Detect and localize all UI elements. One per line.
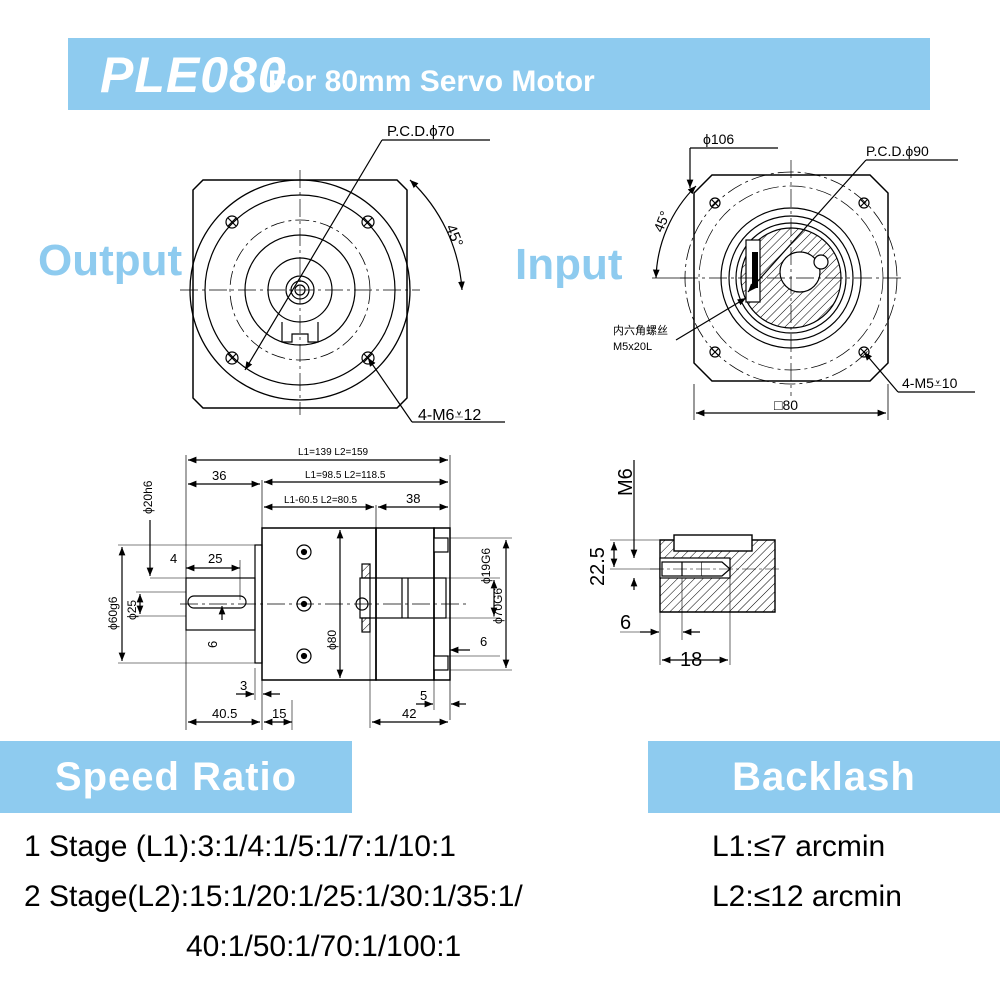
detail-22-5-text: 22.5 (587, 547, 609, 586)
dim-6b-text: 6 (480, 634, 487, 649)
shaft-dia-text: ϕ20h6 (141, 480, 155, 514)
body-dia-text: ϕ80 (325, 630, 339, 650)
dim-38-text: 38 (406, 491, 420, 506)
side-bolt-holes (296, 544, 369, 664)
output-view (180, 139, 505, 423)
total-length-text: L1=139 L2=159 (298, 447, 369, 458)
input-angle-text: 45° (650, 209, 673, 235)
input-holes-text: 4-M5⩡10 (902, 375, 958, 391)
dim-42-text: 42 (402, 706, 416, 721)
backlash-heading: Backlash (732, 755, 916, 799)
input-square-text: □80 (774, 397, 798, 413)
dim-15-text: 15 (272, 706, 286, 721)
output-label: Output (38, 236, 183, 285)
stage1-ratio: 1 Stage (L1):3:1/4:1/5:1/7:1/10:1 (24, 830, 456, 863)
technical-drawing: P.C.D.ϕ70 45° 4-M6⩡12 ϕ106 P.C.D.ϕ90 45°… (106, 123, 975, 730)
output-angle-text: 45° (442, 222, 466, 249)
body-length-text: L1=98.5 L2=118.5 (305, 470, 386, 481)
key-width-text: ϕ25 (125, 600, 139, 620)
dim-4-text: 4 (170, 551, 177, 566)
output-holes-text: 4-M6⩡12 (418, 407, 481, 424)
model-subtitle: For 80mm Servo Motor (268, 65, 595, 98)
backlash-banner: Backlash (648, 741, 1000, 813)
speed-ratio-banner: Speed Ratio (0, 741, 352, 813)
backlash-l1: L1:≤7 arcmin (712, 830, 886, 863)
side-view (118, 455, 512, 730)
detail-view (610, 460, 780, 665)
dimension-texts: P.C.D.ϕ70 45° 4-M6⩡12 ϕ106 P.C.D.ϕ90 45°… (106, 123, 958, 721)
input-pcd-text: P.C.D.ϕ90 (866, 143, 929, 159)
title-banner: PLE080 For 80mm Servo Motor (68, 38, 930, 110)
pilot-dia-text: ϕ60g6 (106, 596, 120, 630)
detail-6-text: 6 (620, 612, 631, 634)
detail-18-text: 18 (680, 649, 702, 671)
input-screw-text: M5x20L (613, 341, 652, 353)
input-label: Input (515, 240, 623, 289)
output-pcd-text: P.C.D.ϕ70 (387, 123, 454, 140)
dim-3-text: 3 (240, 678, 247, 693)
gear-length-text: L1-60.5 L2=80.5 (284, 495, 358, 506)
input-view (652, 147, 975, 420)
speed-ratio-heading: Speed Ratio (54, 755, 298, 799)
dim-6-text: 6 (205, 641, 220, 648)
dim-40-5-text: 40.5 (212, 706, 237, 721)
input-outer-dia-text: ϕ106 (703, 131, 734, 147)
input-screw-cn-text: 内六角螺丝 (613, 323, 668, 337)
dim-25-text: 25 (208, 551, 222, 566)
model-title: PLE080 (100, 47, 287, 103)
input-bore-text: ϕ19G6 (479, 548, 493, 584)
stage2-ratio-line2: 40:1/50:1/70:1/100:1 (186, 930, 462, 963)
input-pilot-text: ϕ70G6 (491, 588, 505, 624)
dim-5-text: 5 (420, 688, 427, 703)
dim-36-text: 36 (212, 468, 226, 483)
backlash-l2: L2:≤12 arcmin (712, 880, 902, 913)
detail-thread-text: M6 (615, 468, 637, 496)
stage2-ratio-line1: 2 Stage(L2):15:1/20:1/25:1/30:1/35:1/ (24, 880, 523, 913)
